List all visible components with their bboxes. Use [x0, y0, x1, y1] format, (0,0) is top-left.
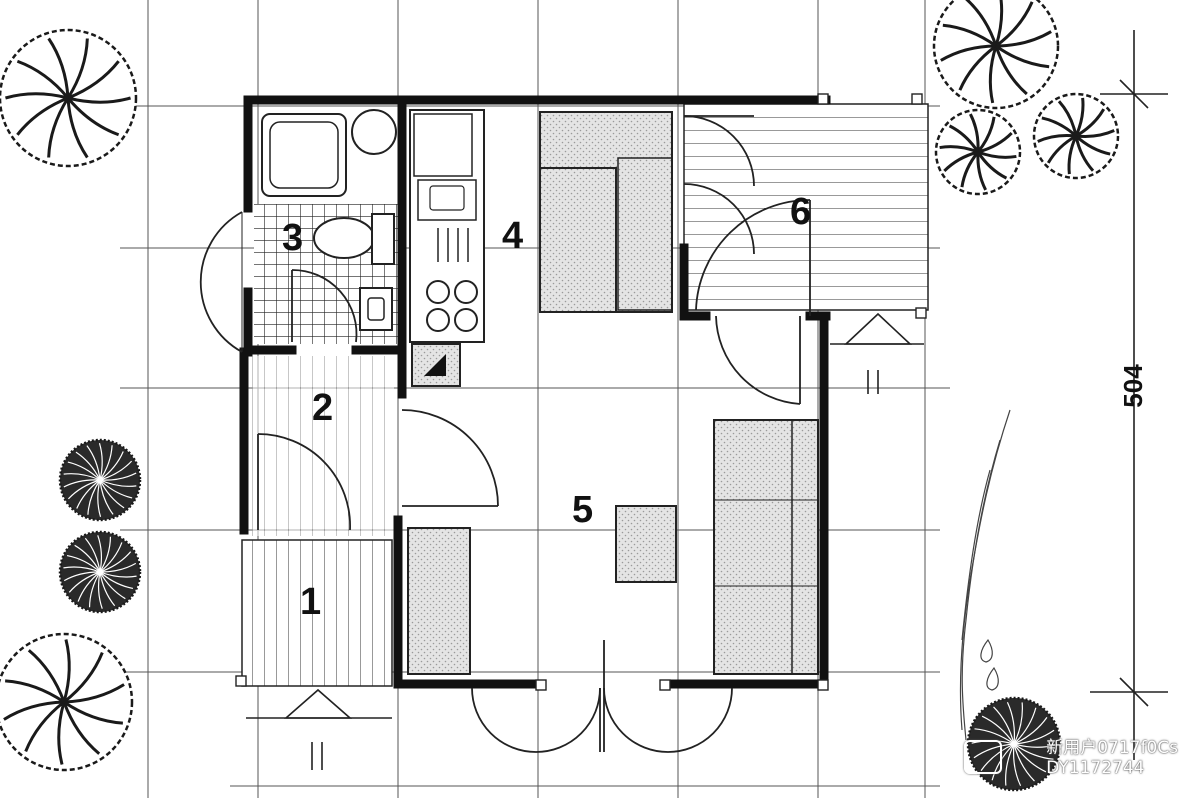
- tree-symbol: [934, 108, 1022, 196]
- walls: [239, 95, 831, 691]
- side-cabinet: [407, 527, 471, 675]
- tree-symbol: [58, 530, 142, 614]
- room-label-2: 2: [312, 387, 333, 429]
- tree-symbol: [1032, 92, 1120, 180]
- sofa: [713, 419, 819, 675]
- watermark-logo-icon: [964, 740, 1002, 774]
- dimension-line: [1090, 30, 1168, 760]
- tree-symbol: [0, 632, 134, 772]
- room-label-3: 3: [282, 217, 303, 259]
- washing-machine: [351, 109, 397, 155]
- kitchen-counter: [409, 109, 485, 343]
- watermark: 新用户0717f0Cs DY1172744: [1046, 738, 1178, 778]
- tree-symbol: [966, 696, 1062, 792]
- post-markers: [235, 93, 927, 691]
- room-label-1: 1: [300, 581, 321, 623]
- entry-floor: [241, 539, 393, 687]
- bathroom-sink: [359, 287, 393, 331]
- tree-symbol: [0, 28, 138, 168]
- deck-floor: [683, 103, 929, 311]
- room-label-5: 5: [572, 489, 593, 531]
- room-label-4: 4: [502, 215, 523, 257]
- kitchen-sink: [417, 179, 477, 221]
- tree-symbol: [58, 438, 142, 522]
- hall-floor: [252, 356, 394, 536]
- trees: [0, 0, 1120, 792]
- watermark-id: DY1172744: [1046, 758, 1145, 778]
- garden-path: [959, 409, 1011, 741]
- dimension-label: 504: [1118, 364, 1148, 408]
- room-label-6: 6: [790, 191, 811, 233]
- entrance-steps: [246, 312, 924, 770]
- tree-symbol: [932, 0, 1060, 110]
- watermark-user: 新用户0717f0Cs: [1046, 738, 1178, 758]
- coffee-table: [615, 505, 677, 583]
- bathtub: [261, 113, 347, 197]
- toilet: [313, 217, 375, 259]
- stove-burners: [426, 280, 478, 332]
- door-swings: [199, 115, 811, 753]
